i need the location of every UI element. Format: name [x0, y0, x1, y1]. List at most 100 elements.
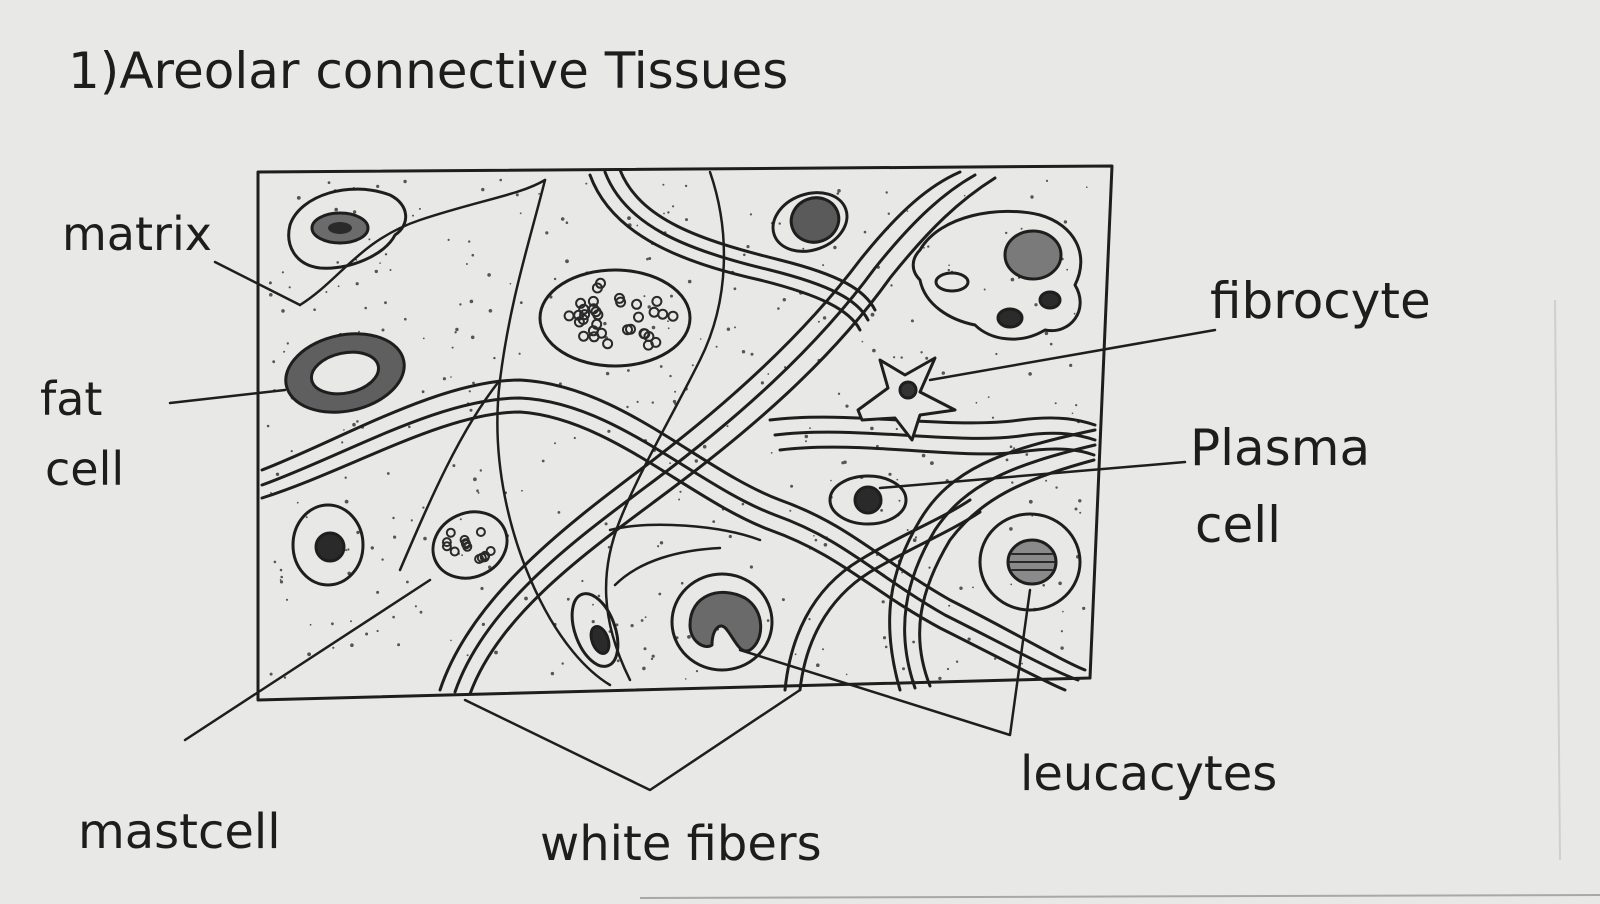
- label-leucocytes: leucacytes: [1020, 746, 1277, 802]
- matrix-speckle: [515, 193, 519, 197]
- matrix-speckle: [345, 549, 348, 552]
- matrix-speckle: [872, 348, 876, 353]
- matrix-speckle: [967, 637, 971, 641]
- matrix-speckle: [906, 529, 909, 531]
- matrix-speckle: [376, 629, 379, 633]
- matrix-speckle: [1079, 511, 1082, 514]
- matrix-speckle: [662, 183, 665, 186]
- matrix-speckle: [699, 338, 702, 340]
- matrix-speckle: [650, 657, 654, 661]
- matrix-speckle: [885, 191, 888, 194]
- matrix-speckle: [410, 519, 413, 522]
- matrix-speckle: [476, 489, 479, 493]
- matrix-speckle: [268, 281, 272, 285]
- matrix-speckle: [1049, 342, 1053, 346]
- matrix-speckle: [887, 212, 890, 215]
- granule: [651, 295, 663, 307]
- matrix-speckle: [365, 632, 369, 636]
- matrix-speckle: [344, 476, 347, 479]
- matrix-speckle: [565, 259, 569, 264]
- matrix-speckle: [524, 596, 528, 601]
- matrix-speckle: [393, 535, 397, 539]
- matrix-speckle: [350, 643, 354, 647]
- matrix-speckle: [1044, 331, 1049, 336]
- matrix-speckle: [930, 461, 934, 465]
- matrix-speckle: [488, 565, 492, 569]
- matrix-speckle: [781, 598, 785, 602]
- matrix-speckle: [553, 277, 557, 281]
- matrix-speckle: [364, 306, 368, 310]
- matrix-speckle: [817, 320, 820, 323]
- matrix-speckle: [592, 603, 594, 606]
- matrix-speckle: [352, 422, 356, 427]
- matrix-speckle: [802, 247, 805, 250]
- matrix-speckle: [389, 269, 392, 271]
- matrix-speckle: [941, 371, 945, 375]
- matrix-speckle: [778, 222, 781, 225]
- matrix-speckle: [669, 374, 672, 378]
- matrix-speckle: [538, 193, 540, 195]
- matrix-speckle: [392, 615, 395, 619]
- matrix-speckle: [581, 579, 584, 583]
- matrix-speckle: [782, 298, 786, 302]
- matrix-speckle: [565, 221, 569, 224]
- matrix-speckle: [983, 288, 986, 291]
- matrix-speckle: [963, 194, 966, 197]
- matrix-speckle: [603, 321, 607, 326]
- matrix-speckle: [356, 530, 360, 535]
- label-fibrocyte: fibrocyte: [1210, 272, 1431, 330]
- granule: [622, 324, 633, 336]
- matrix-speckle: [1069, 363, 1073, 367]
- matrix-speckle: [465, 263, 468, 265]
- matrix-speckle: [1078, 499, 1082, 503]
- matrix-speckle: [895, 427, 898, 431]
- matrix-speckle: [760, 381, 765, 385]
- matrix-speckle: [279, 580, 284, 584]
- matrix-speckle: [1060, 646, 1064, 650]
- granule: [474, 554, 485, 564]
- matrix-speckle: [766, 619, 770, 622]
- matrix-speckle: [646, 257, 649, 261]
- granule: [485, 546, 496, 556]
- matrix-speckle: [687, 279, 692, 284]
- matrix-speckle: [749, 565, 754, 569]
- fibrocyte-nucleus: [898, 380, 918, 400]
- matrix-speckle: [643, 295, 646, 298]
- matrix-speckle: [1010, 583, 1013, 586]
- matrix-speckle: [573, 436, 576, 440]
- matrix-speckle: [519, 212, 522, 215]
- top-left-cell: [287, 187, 408, 270]
- matrix-speckle: [1086, 186, 1088, 188]
- matrix-speckle: [888, 472, 892, 476]
- matrix-speckle: [647, 305, 651, 309]
- matrix-speckle: [397, 643, 401, 647]
- macrophage-vacuole: [934, 271, 970, 293]
- matrix-speckle: [777, 307, 780, 310]
- matrix-speckle: [805, 440, 807, 443]
- leucocyte-lymphocyte: [978, 512, 1082, 612]
- matrix-speckle: [384, 301, 387, 305]
- matrix-speckle: [597, 594, 601, 598]
- matrix-speckle: [687, 635, 691, 639]
- matrix-speckle: [1028, 372, 1032, 376]
- granule: [614, 292, 625, 304]
- leader-leucocytes: [738, 588, 1032, 737]
- matrix-speckle: [341, 441, 344, 444]
- matrix-speckle: [479, 469, 482, 472]
- matrix-speckle: [327, 181, 331, 185]
- matrix-speckle: [914, 536, 918, 539]
- granule: [667, 310, 679, 322]
- matrix-speckle: [694, 459, 698, 463]
- matrix-speckle: [281, 309, 285, 313]
- matrix-speckle: [948, 604, 951, 607]
- matrix-speckle: [290, 450, 293, 453]
- matrix-speckle: [281, 271, 284, 274]
- matrix-speckle: [749, 213, 753, 216]
- matrix-speckle: [626, 405, 629, 409]
- matrix-speckle: [790, 484, 794, 488]
- cells-group: [284, 187, 1083, 672]
- matrix-speckles: [266, 178, 1088, 682]
- matrix-speckle: [702, 444, 707, 449]
- matrix-speckle: [1045, 479, 1048, 482]
- leader-white-fibers: [463, 688, 802, 792]
